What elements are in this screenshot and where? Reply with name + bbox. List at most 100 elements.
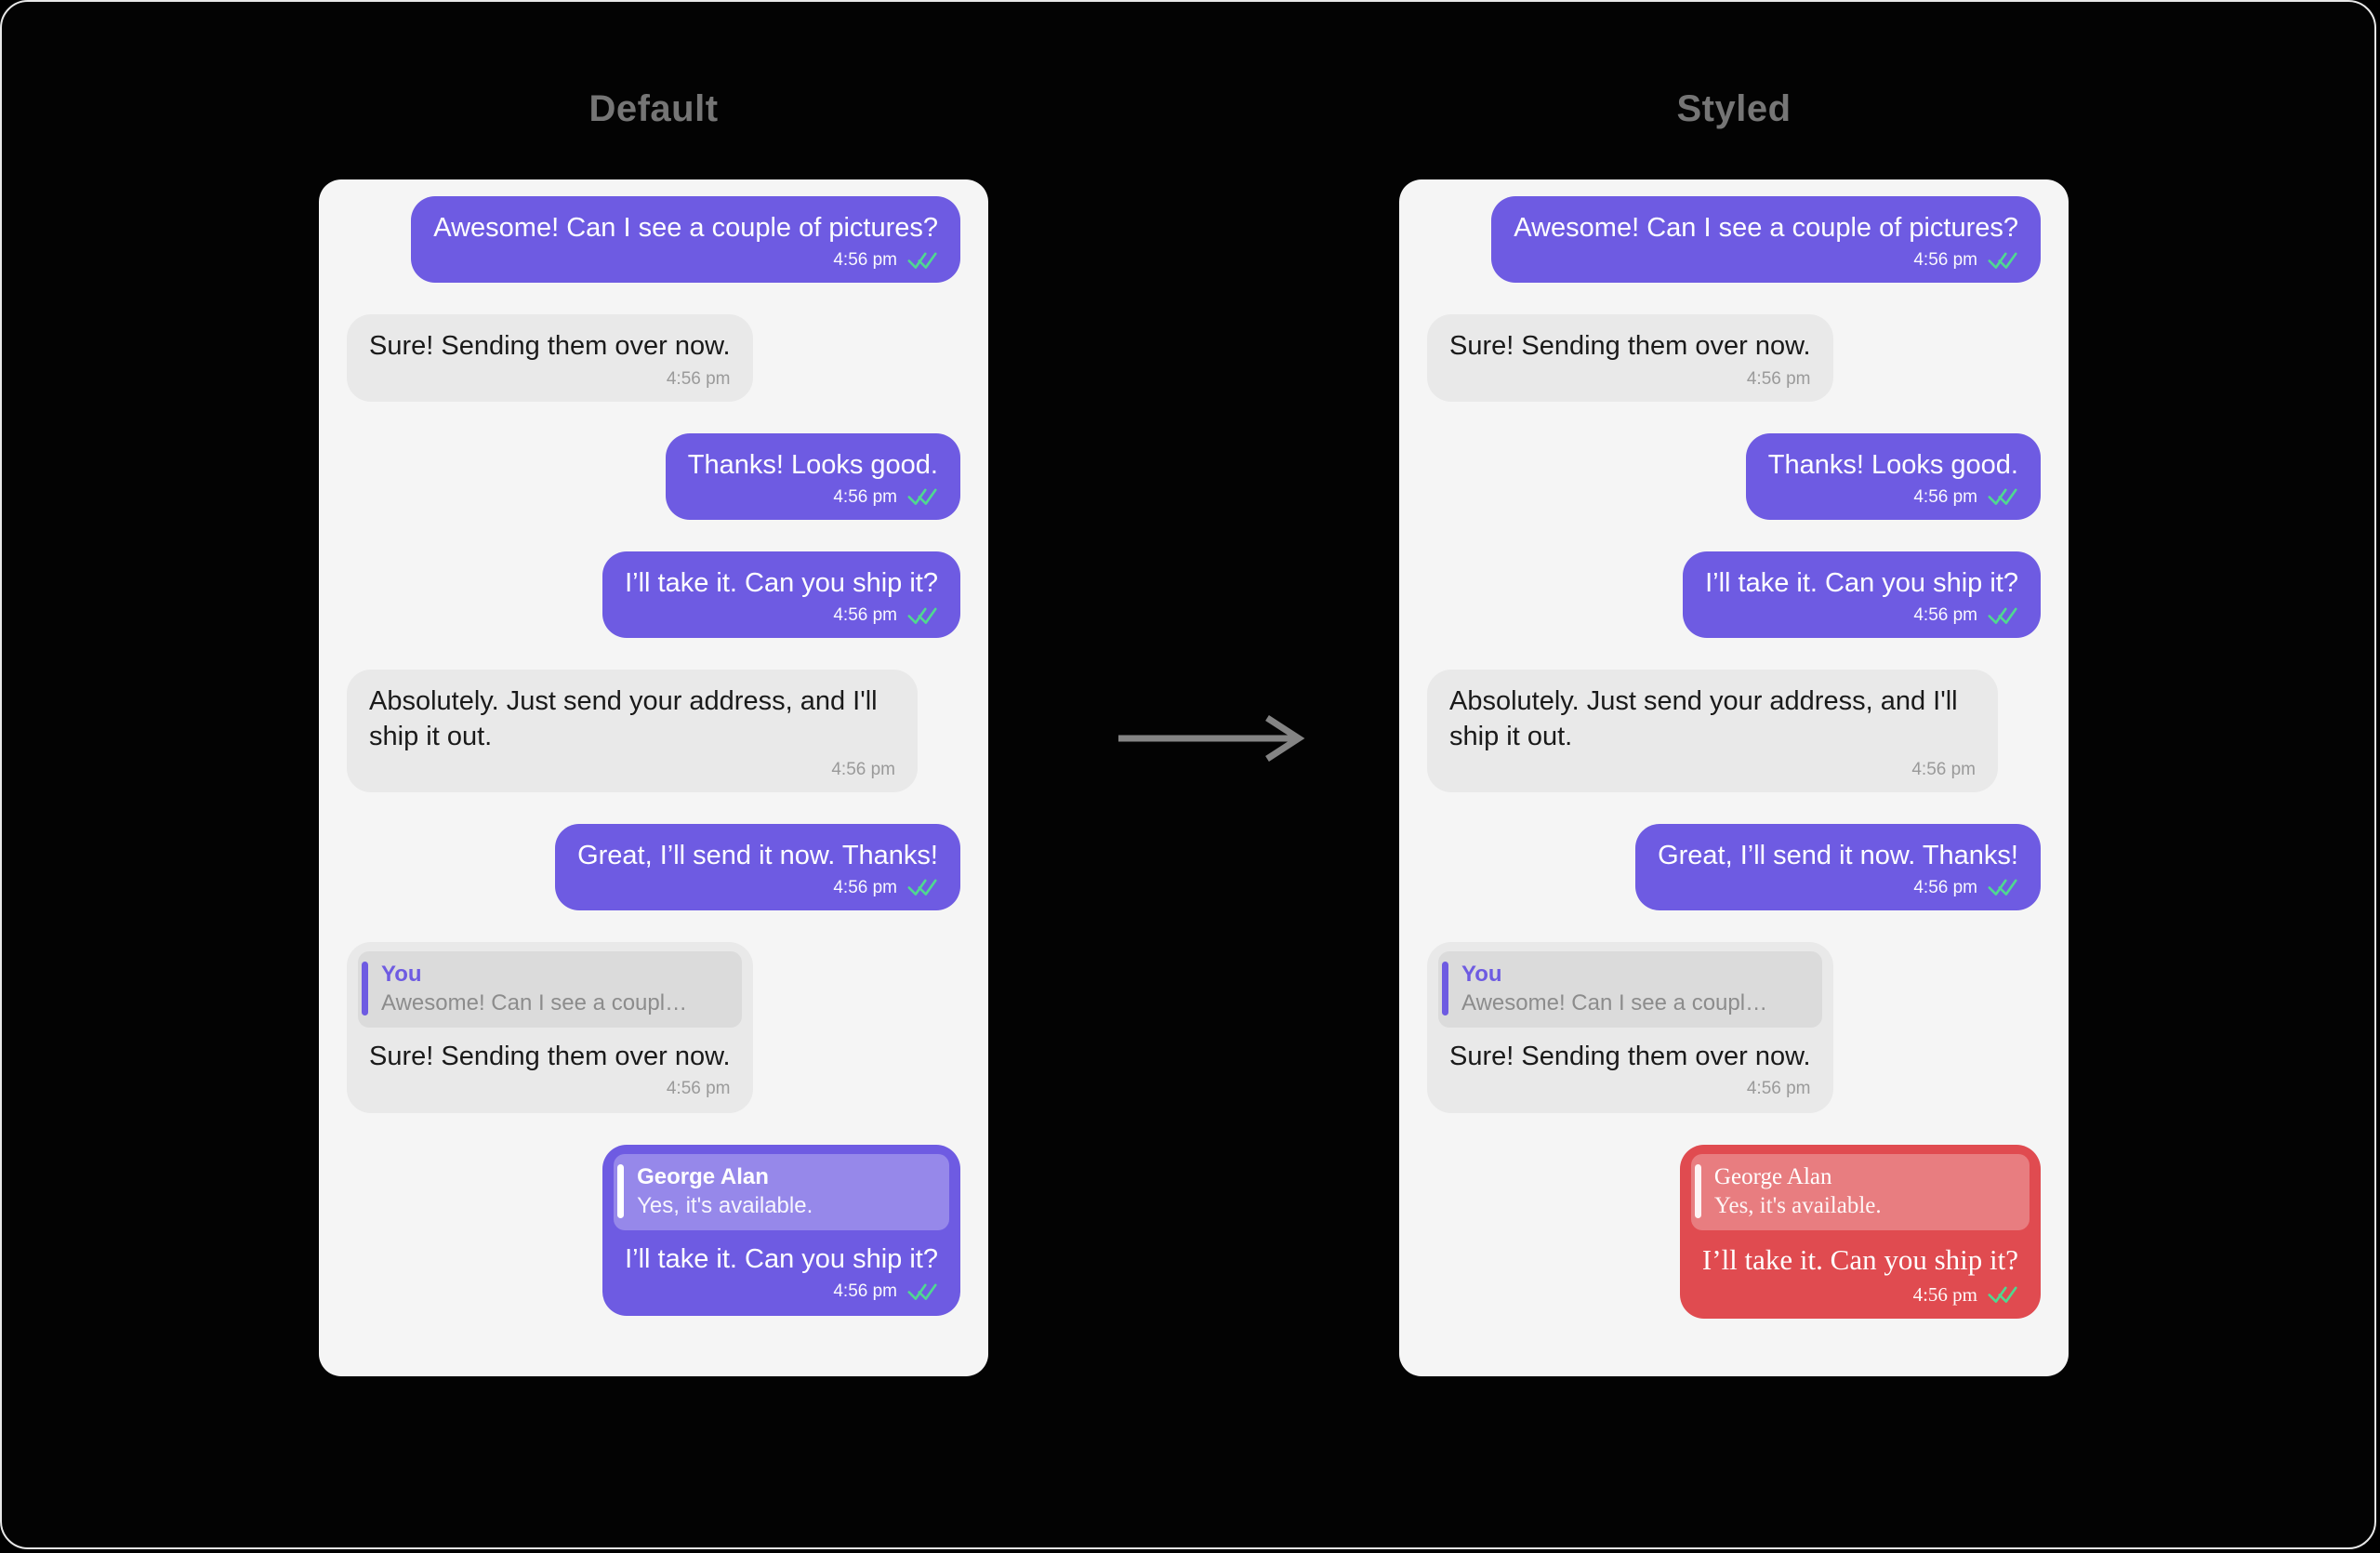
message-row: Thanks! Looks good. 4:56 pm [347,432,960,520]
message-time: 4:56 pm [1913,877,1977,897]
message-text: Sure! Sending them over now. [1449,1041,1811,1071]
message-bubble[interactable]: George Alan Yes, it's available. I’ll ta… [1679,1145,2041,1320]
double-check-icon [1988,1286,2017,1303]
message-time: 4:56 pm [1912,1283,1977,1307]
message-row: I’ll take it. Can you ship it? 4:56 pm [1427,551,2041,639]
message-time: 4:56 pm [666,368,731,389]
message-bubble[interactable]: Sure! Sending them over now. 4:56 pm [1427,314,1833,402]
message-bubble[interactable]: Thanks! Looks good. 4:56 pm [1745,432,2041,520]
message-meta: 4:56 pm [688,485,938,510]
quote-accent-bar [617,1164,625,1219]
quote-text: Yes, it's available. [1713,1193,1882,1219]
transform-arrow [1111,714,1316,763]
quote-author: You [1461,961,1502,987]
message-row: Awesome! Can I see a couple of pictures?… [1427,196,2041,284]
message-text: Sure! Sending them over now. [369,1041,731,1071]
double-check-icon [907,488,937,506]
quoted-message[interactable]: George Alan Yes, it's available. [1690,1154,2030,1231]
message-row: Awesome! Can I see a couple of pictures?… [347,196,960,284]
message-bubble[interactable]: I’ll take it. Can you ship it? 4:56 pm [1683,551,2041,639]
message-text: I’ll take it. Can you ship it? [1705,567,2018,598]
message-meta: 4:56 pm [369,758,895,782]
quoted-message[interactable]: You Awesome! Can I see a couple of… [358,950,742,1028]
message-time: 4:56 pm [1913,250,1977,271]
quoted-message[interactable]: George Alan Yes, it's available. [614,1154,949,1231]
message-meta: 4:56 pm [369,367,731,392]
quote-content: George Alan Yes, it's available. [1714,1162,1882,1220]
message-meta: 4:56 pm [1449,758,1976,782]
message-time: 4:56 pm [1911,759,1976,779]
message-row: You Awesome! Can I see a couple of… Sure… [347,941,960,1114]
message-row: I’ll take it. Can you ship it? 4:56 pm [347,551,960,639]
section-title-styled: Styled [1676,88,1792,129]
message-row: Great, I’ll send it now. Thanks! 4:56 pm [347,823,960,910]
message-meta: 4:56 pm [577,876,938,900]
quote-text: Awesome! Can I see a couple of… [381,989,697,1015]
message-bubble[interactable]: Absolutely. Just send your address, and … [347,670,918,792]
message-bubble[interactable]: Sure! Sending them over now. 4:56 pm [347,314,753,402]
message-text: I’ll take it. Can you ship it? [625,567,938,598]
message-text: Awesome! Can I see a couple of pictures? [1514,213,2018,243]
quote-text: Yes, it's available. [637,1193,813,1219]
message-meta: 4:56 pm [1705,604,2018,628]
message-text: Absolutely. Just send your address, and … [1449,686,1965,752]
quote-author: George Alan [1713,1164,1832,1190]
message-time: 4:56 pm [666,1079,731,1099]
message-text: I’ll take it. Can you ship it? [625,1244,938,1275]
message-meta: 4:56 pm [1702,1282,2018,1307]
message-time: 4:56 pm [831,759,895,779]
double-check-icon [907,879,937,896]
message-time: 4:56 pm [1746,1079,1811,1099]
message-meta: 4:56 pm [433,248,938,272]
double-check-icon [907,607,937,624]
message-bubble[interactable]: Thanks! Looks good. 4:56 pm [665,432,960,520]
message-text: I’ll take it. Can you ship it? [1701,1243,2018,1277]
message-time: 4:56 pm [833,605,897,626]
message-text: Thanks! Looks good. [687,449,938,480]
message-meta: 4:56 pm [1768,485,2018,510]
message-bubble[interactable]: You Awesome! Can I see a couple of… Sure… [1427,941,1833,1114]
message-text: Great, I’ll send it now. Thanks! [1658,840,2018,870]
message-meta: 4:56 pm [625,1280,938,1304]
message-bubble[interactable]: Absolutely. Just send your address, and … [1427,670,1998,792]
quote-content: You Awesome! Can I see a couple of… [1461,960,1778,1017]
message-text: Thanks! Looks good. [1767,449,2018,480]
message-bubble[interactable]: I’ll take it. Can you ship it? 4:56 pm [602,551,960,639]
message-meta: 4:56 pm [625,604,938,628]
chat-panel-styled: Awesome! Can I see a couple of pictures?… [1399,179,2069,1376]
message-bubble[interactable]: You Awesome! Can I see a couple of… Sure… [347,941,753,1114]
message-row: Thanks! Looks good. 4:56 pm [1427,432,2041,520]
message-row: Sure! Sending them over now. 4:56 pm [347,314,960,402]
quoted-message[interactable]: You Awesome! Can I see a couple of… [1438,950,1822,1028]
message-bubble[interactable]: Great, I’ll send it now. Thanks! 4:56 pm [555,823,960,910]
message-time: 4:56 pm [833,1281,897,1302]
message-bubble[interactable]: Awesome! Can I see a couple of pictures?… [1491,196,2041,284]
message-text: Sure! Sending them over now. [369,331,731,362]
quote-content: You Awesome! Can I see a couple of… [381,960,697,1017]
quote-content: George Alan Yes, it's available. [637,1162,813,1220]
message-bubble[interactable]: George Alan Yes, it's available. I’ll ta… [602,1145,960,1317]
message-time: 4:56 pm [833,877,897,897]
double-check-icon [907,252,937,269]
message-row: You Awesome! Can I see a couple of… Sure… [1427,941,2041,1114]
styled-column: Styled Awesome! Can I see a couple of pi… [1399,84,2069,1376]
message-meta: 4:56 pm [1449,367,1811,392]
quote-accent-bar [362,961,368,1015]
message-meta: 4:56 pm [1449,1077,1811,1101]
double-check-icon [1988,607,2017,624]
quote-author: You [381,961,422,987]
double-check-icon [907,1283,937,1300]
message-bubble[interactable]: Great, I’ll send it now. Thanks! 4:56 pm [1635,823,2041,910]
message-row: Great, I’ll send it now. Thanks! 4:56 pm [1427,823,2041,910]
message-text: Sure! Sending them over now. [1449,331,1811,362]
message-time: 4:56 pm [833,486,897,507]
quote-accent-bar [1442,961,1448,1015]
message-row: George Alan Yes, it's available. I’ll ta… [347,1145,960,1317]
message-row: Sure! Sending them over now. 4:56 pm [1427,314,2041,402]
quote-author: George Alan [637,1164,769,1190]
double-check-icon [1988,488,2017,506]
message-meta: 4:56 pm [1514,248,2018,272]
message-time: 4:56 pm [1913,605,1977,626]
message-bubble[interactable]: Awesome! Can I see a couple of pictures?… [411,196,960,284]
message-row: Absolutely. Just send your address, and … [347,670,960,792]
